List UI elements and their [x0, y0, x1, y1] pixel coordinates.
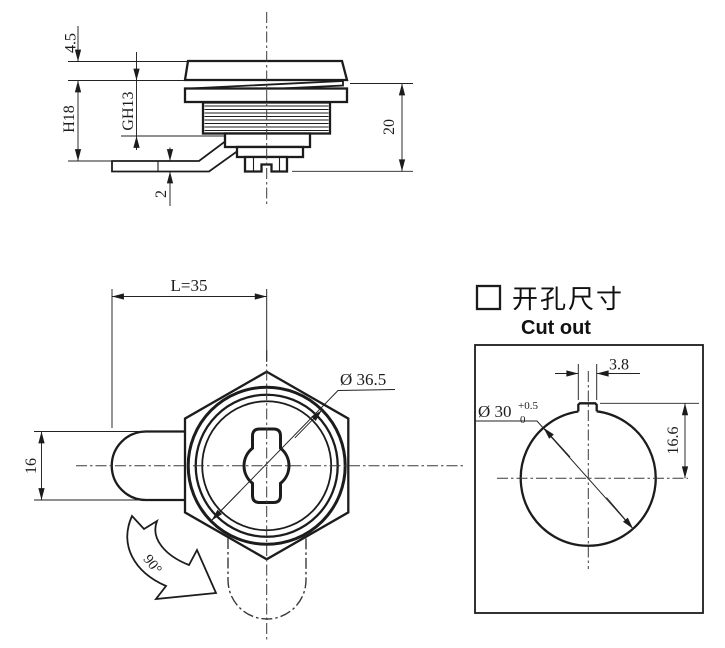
side-flange: [183, 87, 349, 104]
dim-cam-thickness: 2: [153, 147, 174, 206]
dim-cap-height: 4.5: [63, 26, 82, 62]
cutout-heading-zh: 开孔尺寸: [512, 284, 624, 314]
dim-length: L=35: [111, 276, 268, 428]
dim-head-height-label: H18: [61, 105, 78, 133]
dim-length-label: L=35: [171, 276, 208, 295]
dim-hole-diameter-label: Ø 30: [478, 402, 512, 421]
heading-square-icon: [475, 284, 502, 311]
side-view: 4.5 H18 GH13 2 20: [61, 12, 413, 206]
dim-overall-label: 20: [381, 119, 398, 135]
side-cam-washer: [223, 132, 312, 149]
cutout-view: 开孔尺寸 Cut out 3.8 Ø 30 +0.5 0 1: [474, 284, 704, 614]
cutout-heading-en: Cut out: [521, 317, 591, 339]
dim-center-offset-label: 16.6: [665, 427, 682, 455]
dim-diameter-label: Ø 36.5: [340, 370, 386, 389]
dim-cap-height-label: 4.5: [63, 33, 80, 53]
dim-thread-label: GH13: [120, 91, 137, 130]
rotation-arrow-shape: [126, 514, 218, 601]
dim-hole-diameter: Ø 30 +0.5 0: [475, 400, 634, 530]
dim-head-height: H18: [61, 80, 82, 161]
dim-diameter: Ø 36.5: [211, 370, 396, 521]
side-nut-prong-lines: [252, 157, 281, 172]
dim-notch-width-label: 3.8: [609, 357, 629, 374]
side-cap: [183, 59, 349, 82]
dim-cam-thickness-label: 2: [153, 190, 170, 198]
side-extension-lines: [68, 61, 413, 172]
side-castellated-nut: [243, 155, 289, 173]
rotation-arrow: 90°: [126, 514, 218, 601]
tolerance-upper-label: +0.5: [518, 400, 538, 412]
dim-overall: 20: [381, 83, 406, 172]
cutout-hole-circle: [519, 410, 657, 547]
front-view: 90° L=35 16 Ø 36.5: [23, 276, 466, 641]
tolerance-lower-label: 0: [520, 414, 526, 426]
side-spacer: [235, 145, 305, 159]
dim-notch-width: 3.8: [555, 357, 640, 400]
dim-cam-width-label: 16: [23, 458, 40, 474]
dim-cam-width: 16: [23, 431, 150, 501]
cutout-notch: [577, 402, 598, 412]
dim-thread: GH13: [120, 52, 140, 150]
dim-center-offset: 16.6: [600, 402, 699, 479]
